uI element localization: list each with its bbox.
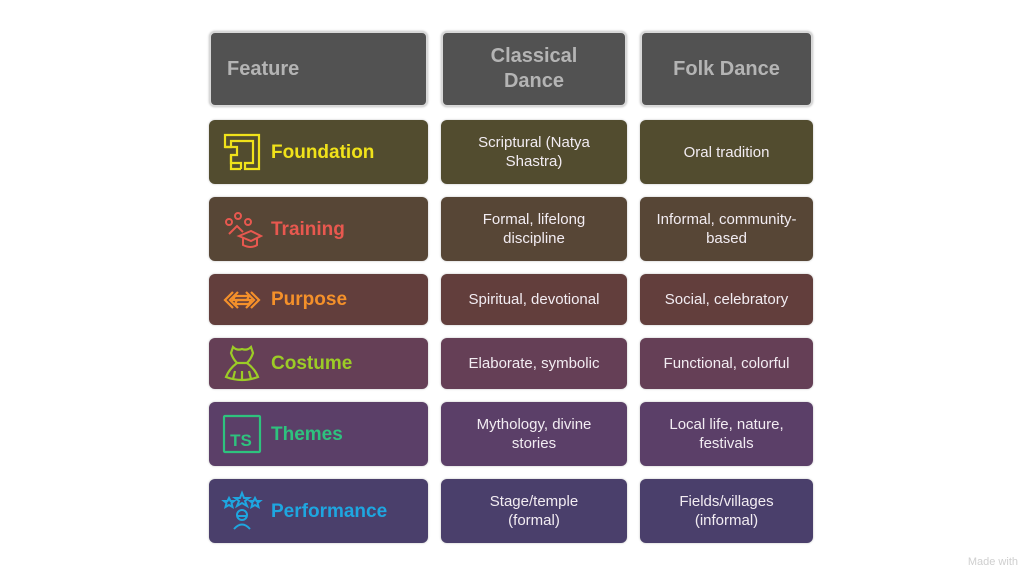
folk-foundation: Oral tradition bbox=[640, 120, 813, 184]
watermark: Made with bbox=[967, 556, 1018, 568]
foundation-icon bbox=[221, 131, 263, 173]
feature-label: Performance bbox=[271, 500, 388, 522]
header-folk-dance: Folk Dance bbox=[640, 31, 813, 107]
folk-purpose: Social, celebratory bbox=[640, 274, 813, 325]
header-classical-dance: Classical Dance bbox=[441, 31, 627, 107]
feature-training: Training bbox=[209, 197, 428, 261]
feature-performance: Performance bbox=[209, 479, 428, 543]
classical-training: Formal, lifelong discipline bbox=[441, 197, 627, 261]
classical-performance: Stage/temple (formal) bbox=[441, 479, 627, 543]
feature-foundation: Foundation bbox=[209, 120, 428, 184]
feature-purpose: Purpose bbox=[209, 274, 428, 325]
ts-box-icon: TS bbox=[221, 413, 263, 455]
svg-text:TS: TS bbox=[230, 431, 252, 450]
feature-label: Purpose bbox=[271, 289, 348, 310]
classical-purpose: Spiritual, devotional bbox=[441, 274, 627, 325]
performer-stars-icon bbox=[221, 490, 263, 532]
dress-icon bbox=[221, 343, 263, 385]
feature-costume: Costume bbox=[209, 338, 428, 389]
classical-themes: Mythology, divine stories bbox=[441, 402, 627, 466]
folk-themes: Local life, nature, festivals bbox=[640, 402, 813, 466]
folk-performance: Fields/villages (informal) bbox=[640, 479, 813, 543]
folk-costume: Functional, colorful bbox=[640, 338, 813, 389]
classical-foundation: Scriptural (Natya Shastra) bbox=[441, 120, 627, 184]
header-feature: Feature bbox=[209, 31, 428, 107]
classical-costume: Elaborate, symbolic bbox=[441, 338, 627, 389]
feature-label: Themes bbox=[271, 423, 343, 445]
student-graduation-icon bbox=[221, 208, 263, 250]
folk-training: Informal, community-based bbox=[640, 197, 813, 261]
feature-themes: TS Themes bbox=[209, 402, 428, 466]
exchange-arrows-icon bbox=[221, 279, 263, 321]
feature-label: Foundation bbox=[271, 141, 375, 163]
feature-label: Costume bbox=[271, 353, 353, 374]
feature-label: Training bbox=[271, 218, 345, 240]
